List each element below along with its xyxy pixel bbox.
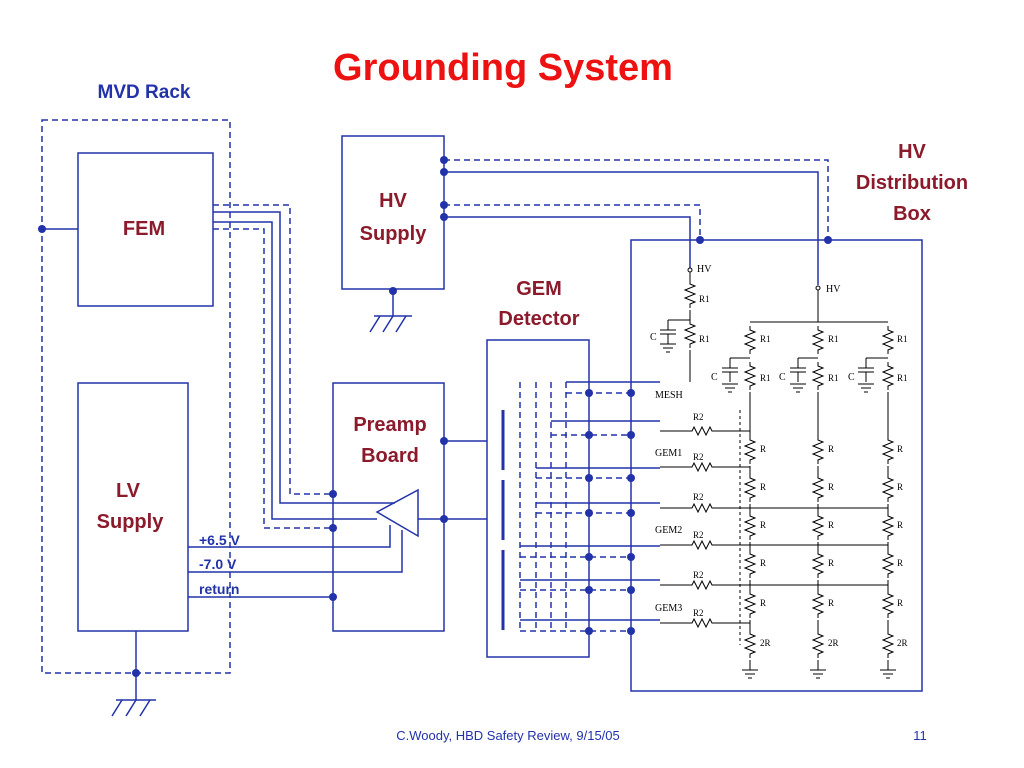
- r-label-6: R: [897, 482, 903, 492]
- gem1-label: GEM1: [655, 448, 682, 459]
- cap-label-d: C: [848, 372, 855, 383]
- voltage-neg-label: -7.0 V: [199, 556, 237, 572]
- r1-label-d: R1: [760, 373, 771, 383]
- preamp-label-line2: Board: [361, 445, 419, 467]
- hv-dist-label-line2: Distribution: [856, 172, 968, 194]
- gem2-label: GEM2: [655, 525, 682, 536]
- r1-label-h: R1: [897, 373, 908, 383]
- lv-supply-label-line2: Supply: [97, 511, 165, 533]
- r1-label-f: R1: [828, 373, 839, 383]
- r-label-5: R: [828, 482, 834, 492]
- divider-column-2: R1 C R1: [779, 325, 839, 393]
- r1-label-b: R1: [699, 334, 710, 344]
- r2r-label-2: 2R: [828, 638, 839, 648]
- gem-detector-label-line2: Detector: [498, 308, 579, 330]
- r-label-3: R: [897, 444, 903, 454]
- r-label-7: R: [760, 520, 766, 530]
- r1-label-c: R1: [760, 334, 771, 344]
- r2-label-6: R2: [693, 608, 704, 618]
- r-label-11: R: [828, 558, 834, 568]
- r2-label-1: R2: [693, 412, 704, 422]
- divider-column-3: R1 C R1: [848, 325, 908, 393]
- page-number: 11: [913, 728, 927, 743]
- gem-detector-label-line1: GEM: [516, 278, 562, 300]
- r-label-12: R: [897, 558, 903, 568]
- divider-column-1: R1 C R1: [711, 325, 771, 393]
- footer-credit: C.Woody, HBD Safety Review, 9/15/05: [396, 728, 620, 743]
- preamp-amplifier-icon: [375, 488, 419, 538]
- r-label-9: R: [897, 520, 903, 530]
- r2r-label-3: 2R: [897, 638, 908, 648]
- r2-label-2: R2: [693, 452, 704, 462]
- lv-ground-node: [132, 669, 140, 677]
- fem-label: FEM: [123, 218, 165, 240]
- r-label-4: R: [760, 482, 766, 492]
- r2-label-5: R2: [693, 570, 704, 580]
- lv-supply-box: [77, 382, 189, 632]
- r-label-1: R: [760, 444, 766, 454]
- r1-label-g: R1: [897, 334, 908, 344]
- fem-box: [77, 152, 214, 307]
- r1-label-a: R1: [699, 294, 710, 304]
- r2-label-3: R2: [693, 492, 704, 502]
- mvd-rack-label: MVD Rack: [98, 82, 191, 103]
- voltage-return-label: return: [199, 581, 239, 597]
- cap-label-c: C: [779, 372, 786, 383]
- gem-detector-foils: [519, 382, 567, 631]
- hv-supply-box: [341, 135, 445, 290]
- voltage-pos-label: +6.5 V: [199, 532, 241, 548]
- hv-dist-label-line3: Box: [893, 203, 931, 225]
- cap-label-b: C: [711, 372, 718, 383]
- hv-ground-node: [389, 287, 397, 295]
- hv-supply-label-line2: Supply: [360, 223, 428, 245]
- r-label-2: R: [828, 444, 834, 454]
- mesh-label: MESH: [655, 390, 683, 401]
- r-label-13: R: [760, 598, 766, 608]
- fem-rack-node: [38, 225, 46, 233]
- slide-title: Grounding System: [333, 47, 673, 89]
- hv-ground-icon: [369, 315, 412, 333]
- r1-label-e: R1: [828, 334, 839, 344]
- hv-input-label-2: HV: [826, 284, 841, 295]
- cap-label-a: C: [650, 332, 657, 343]
- hv-dist-label-line1: HV: [898, 141, 926, 163]
- r-label-15: R: [897, 598, 903, 608]
- r2-label-4: R2: [693, 530, 704, 540]
- r2r-label-1: 2R: [760, 638, 771, 648]
- lv-ground-icon: [111, 699, 156, 717]
- r-label-14: R: [828, 598, 834, 608]
- lv-supply-label-line1: LV: [116, 480, 141, 502]
- hv-distribution-box: [630, 239, 923, 692]
- hv-divider-schematic: HV HV R1 R1 C MESH R1 C R1: [650, 264, 908, 679]
- hv-supply-label-line1: HV: [379, 190, 407, 212]
- r-label-8: R: [828, 520, 834, 530]
- preamp-label-line1: Preamp: [353, 414, 426, 436]
- gem3-label: GEM3: [655, 603, 682, 614]
- r-label-10: R: [760, 558, 766, 568]
- hv-input-label-1: HV: [697, 264, 712, 275]
